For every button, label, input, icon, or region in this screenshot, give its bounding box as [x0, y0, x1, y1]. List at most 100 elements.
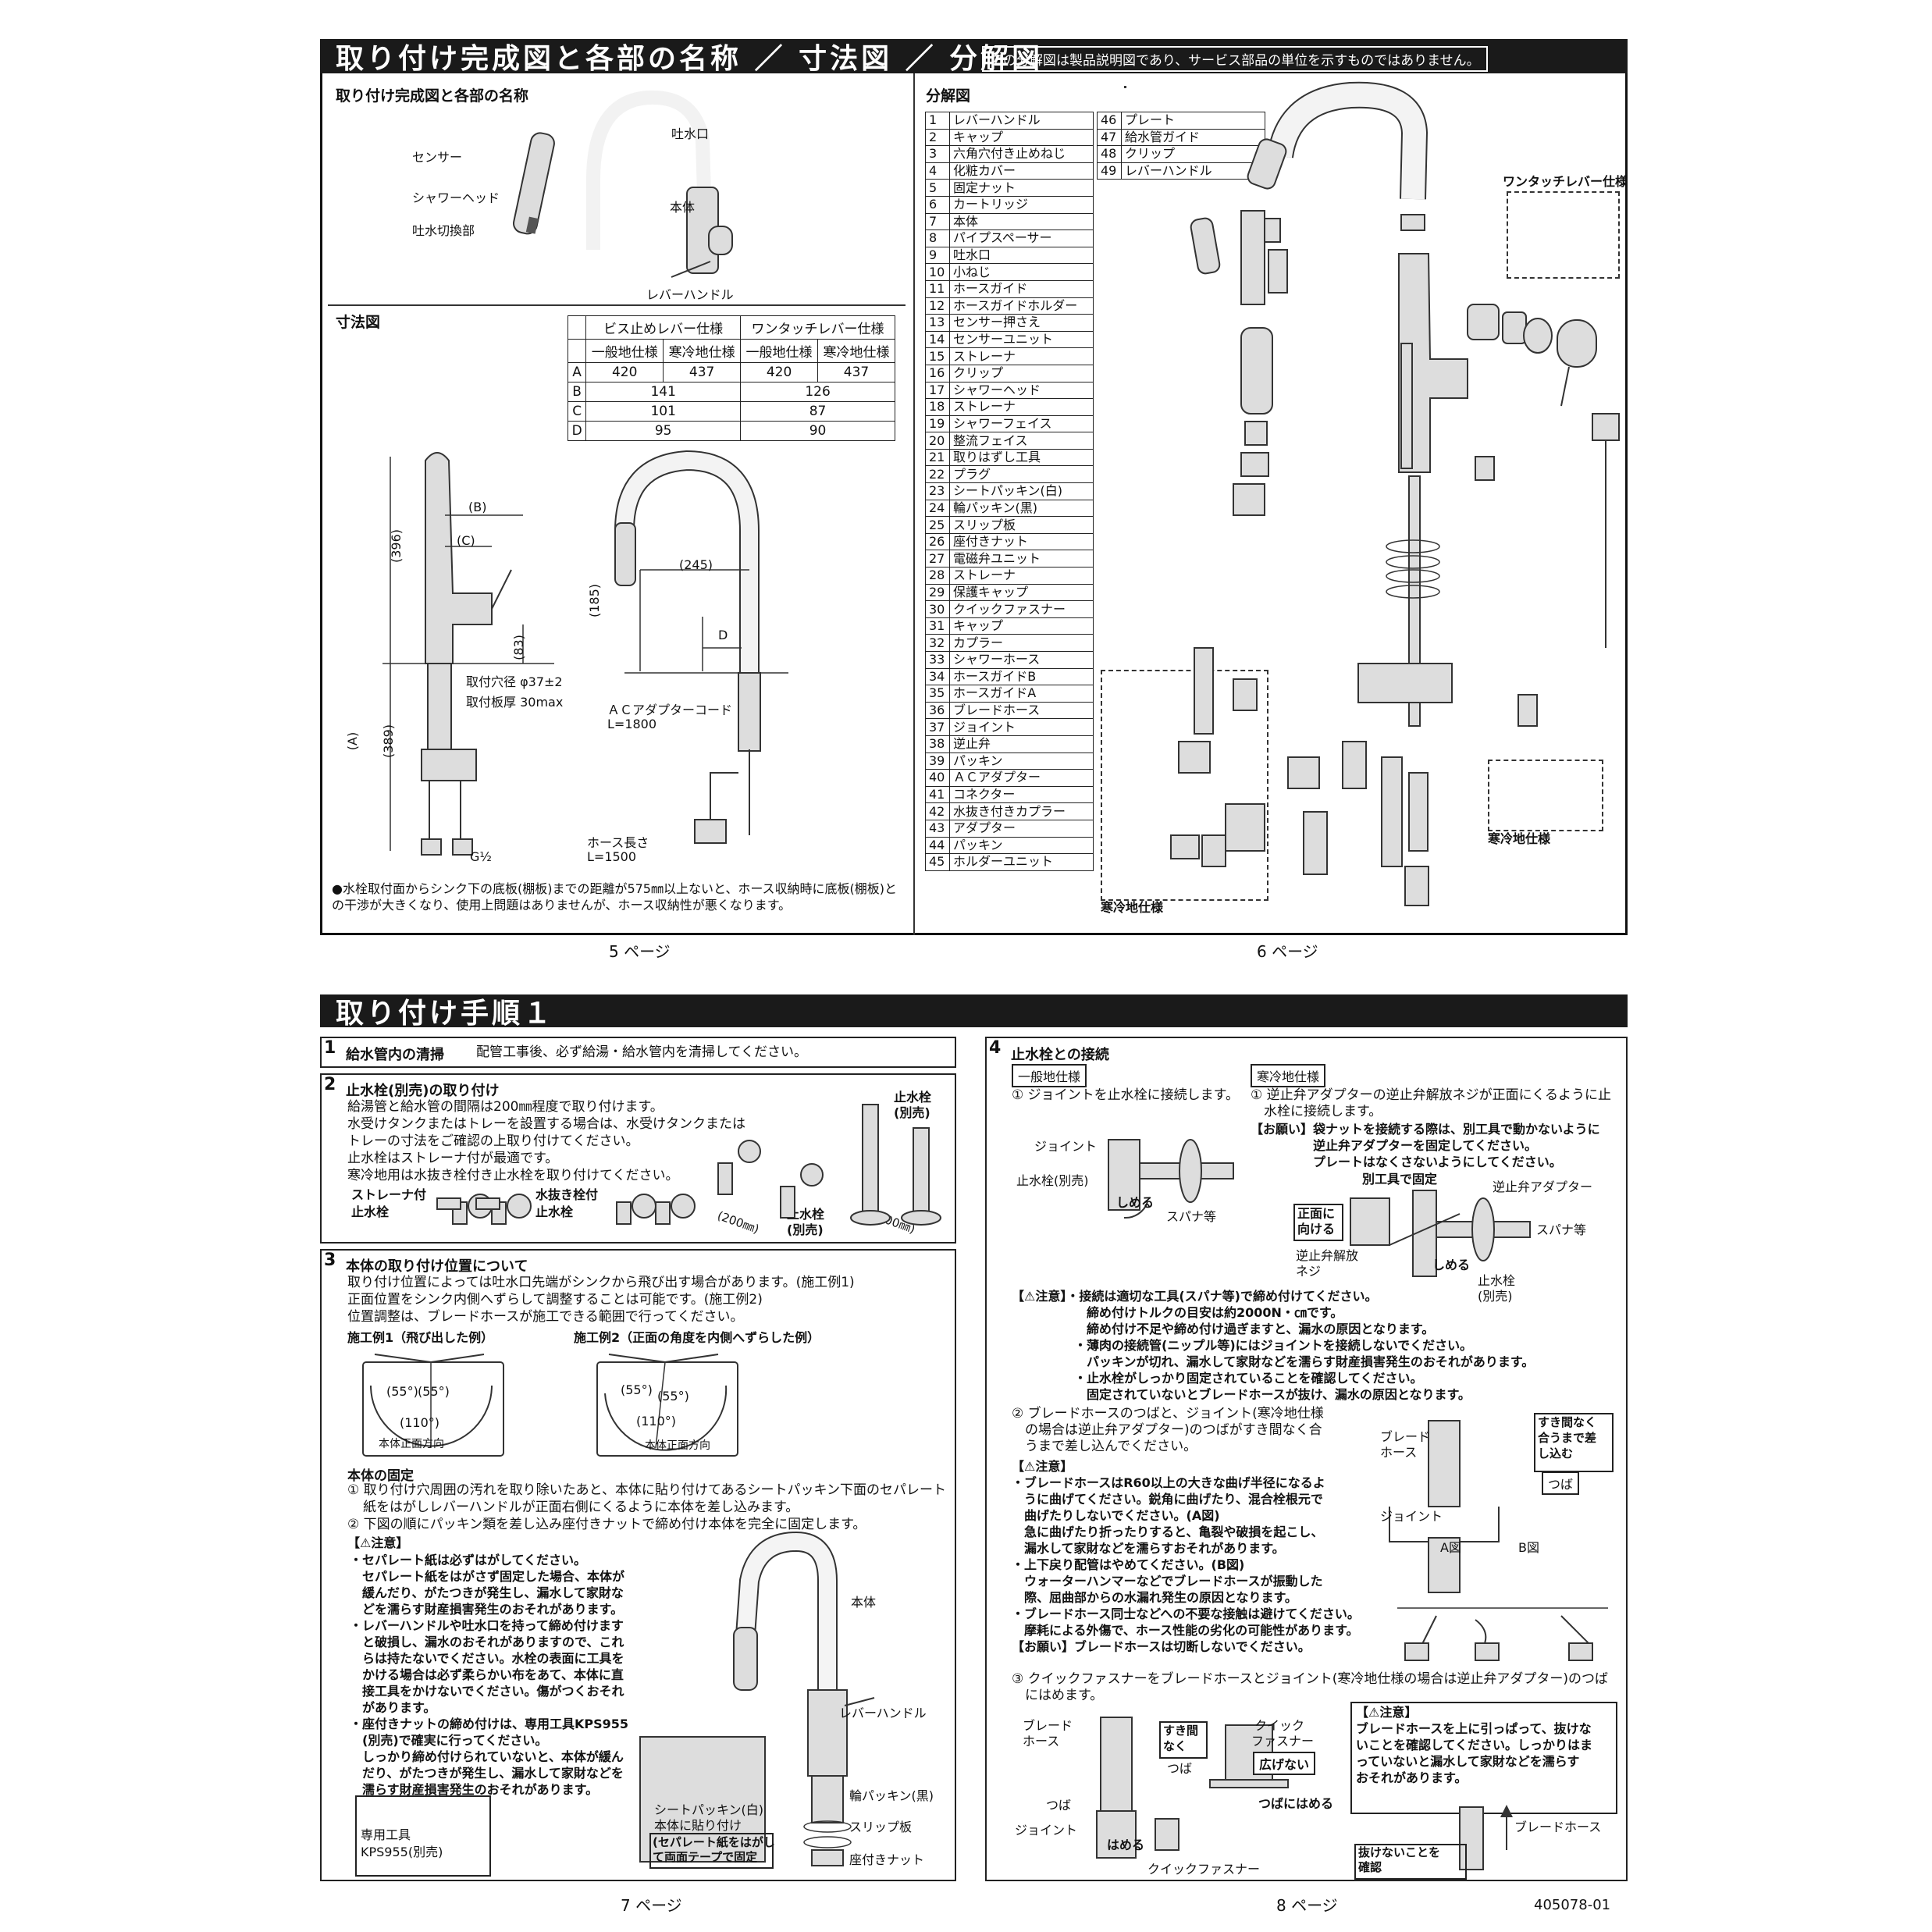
step4-gap: 合うまで差: [1538, 1431, 1597, 1445]
part-number: 8: [925, 229, 950, 247]
step3-angle: (55°): [621, 1382, 653, 1397]
step4-s3-caution: 【⚠注意】ブレードホースを上に引っぱって、抜けないことを確認してください。しっか…: [1356, 1704, 1592, 1786]
part-name: スリップ板: [949, 516, 1094, 534]
step4-title: 止水栓との接続: [1011, 1047, 1109, 1063]
part-number: 42: [925, 802, 950, 820]
step4-tsuba: つば: [1542, 1471, 1580, 1495]
step4-s2: うまで差し込んでください。: [1012, 1439, 1197, 1454]
part-number: 22: [925, 465, 950, 484]
step4-release: ネジ: [1296, 1264, 1322, 1279]
part-number: 46: [1097, 112, 1122, 130]
step2-label: 止水栓: [351, 1204, 390, 1219]
step4-s3: ③ クイックファスナーをブレードホースとジョイント(寒冷地仕様の場合は逆止弁アダ…: [1012, 1671, 1609, 1687]
step4-c1: 水栓に接続します。: [1251, 1104, 1382, 1119]
dim-group2: ワンタッチレバー仕様: [740, 315, 895, 340]
part-name: 吐水口: [949, 246, 1094, 265]
step4-c1: ① 逆止弁アダプターの逆止弁解放ネジが正面にくるように止: [1251, 1087, 1611, 1103]
cold-box-1: [1101, 670, 1268, 901]
step1-box: [320, 1037, 956, 1068]
part-name: シャワーフェイス: [949, 415, 1094, 433]
text-line: おそれがあります。: [1356, 1770, 1468, 1785]
part-name: 座付きナット: [949, 532, 1094, 551]
step4-braid: ブレード: [1380, 1429, 1431, 1444]
step1-text: 配管工事後、必ず給湯・給水管内を清掃してください。: [476, 1044, 807, 1060]
step4-front: 向ける: [1297, 1222, 1336, 1236]
step4-spread: 広げない: [1253, 1752, 1316, 1775]
part-name: ストレーナ: [949, 567, 1094, 585]
step3-ex1: 施工例1（飛び出した例）: [347, 1330, 494, 1345]
dim-group1: ビス止めレバー仕様: [585, 315, 742, 340]
step4-valve2: 止水栓: [1478, 1273, 1516, 1288]
part-name: パッキン: [949, 836, 1094, 855]
step4-tsuba3: つば: [1046, 1798, 1072, 1813]
part-number: 14: [925, 330, 950, 349]
part-number: 34: [925, 667, 950, 686]
step4-gap: すき間なく: [1538, 1415, 1597, 1429]
part-number: 23: [925, 482, 950, 500]
step4-req: 【お願い】袋ナットを接続する際は、別工具で動かないように: [1251, 1122, 1600, 1137]
step4-req: プレートはなくさないようにしてください。: [1251, 1155, 1562, 1169]
step4-valve: 止水栓(別売): [1016, 1173, 1089, 1188]
step4-joint: ジョイント: [1034, 1139, 1098, 1154]
dim-d: D: [718, 628, 728, 642]
part-number: 4: [925, 162, 950, 180]
confirm-box: [1354, 1844, 1467, 1880]
step4-fit2: はめる: [1107, 1838, 1145, 1852]
text-line: ・止水栓がしっかり固定されていることを確認してください。: [1012, 1371, 1423, 1386]
label-spout: 吐水口: [671, 126, 710, 141]
step4-joint3: ジョイント: [1015, 1823, 1078, 1838]
exploded-heading: 分解図: [926, 87, 971, 105]
dimension-heading: 寸法図: [336, 314, 381, 331]
tool-box: [355, 1795, 491, 1877]
step4-pull-figure: [1459, 1805, 1513, 1870]
step4-figA: A図: [1440, 1540, 1461, 1555]
step3-caution: 【⚠注意】: [347, 1535, 409, 1550]
text-line: セパレート紙をはがさず固定した場合、本体が: [350, 1569, 625, 1584]
step4-spanner2: スパナ等: [1536, 1222, 1587, 1237]
step4-braid3: ブレード: [1023, 1718, 1073, 1733]
text-line: いことを確認してください。しっかりはま: [1356, 1738, 1593, 1752]
exploded-figure: [1124, 81, 1620, 906]
step3-ex2: 施工例2（正面の角度を内側へずらした例）: [574, 1330, 820, 1345]
part-name: クリップ: [949, 364, 1094, 382]
part-name: レバーハンドル: [1121, 162, 1265, 180]
text-line: どを濡らす財産損害発生のおそれがあります。: [350, 1602, 624, 1617]
part-number: 40: [925, 769, 950, 787]
text-line: かける場合は必ず柔らかい布をあて、本体に直: [350, 1667, 624, 1682]
part-name: コネクター: [949, 785, 1094, 804]
dim-389: (389): [381, 724, 397, 759]
seat-note-box: [649, 1833, 774, 1869]
assembly-heading: 取り付け完成図と各部の名称: [336, 87, 529, 105]
part-number: 13: [925, 314, 950, 332]
step4-quick-figure: [1096, 1717, 1289, 1859]
text-line: ブレードホースを上に引っぱって、抜けな: [1356, 1721, 1592, 1736]
step2-box: [320, 1073, 956, 1244]
text-line: 漏水して家財などを濡らすおそれがあります。: [1012, 1541, 1285, 1556]
dim-c: (C): [457, 533, 475, 548]
step3-angle: (110°): [636, 1414, 677, 1429]
part-name: レバーハンドル: [949, 112, 1094, 130]
step4-spanner: スパナ等: [1166, 1209, 1217, 1224]
dim-hose: ホース長さ: [587, 835, 649, 850]
step4-braid-figure: [1389, 1420, 1608, 1661]
dim-hole: 取付穴径 φ37±2: [466, 674, 563, 689]
text-line: 【お願い】ブレードホースは切断しないでください。: [1012, 1639, 1311, 1654]
dim-adapter: ＡＣアダプターコード: [607, 703, 733, 717]
step1-num: 1: [324, 1038, 336, 1058]
label-switch: 吐水切換部: [412, 223, 475, 238]
part-number: 6: [925, 195, 950, 214]
document-number: 405078-01: [1534, 1897, 1611, 1913]
